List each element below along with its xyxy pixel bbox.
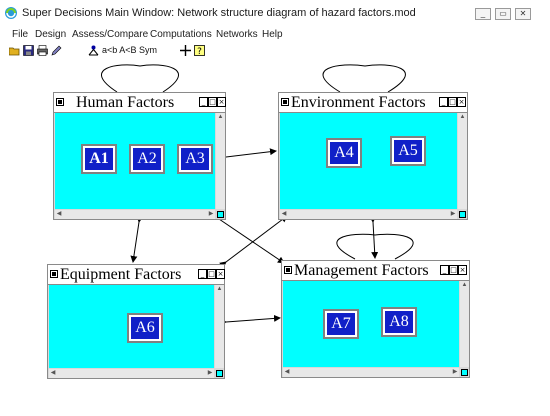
minimize-icon: _ (480, 9, 486, 18)
cluster-body: A4 A5 (280, 113, 457, 209)
cluster-close-icon[interactable]: × (216, 269, 225, 279)
cluster-maximize-icon[interactable]: □ (449, 265, 458, 275)
compare-mode-text[interactable]: a<b A<B Sym (102, 45, 158, 55)
resize-handle[interactable] (459, 211, 466, 218)
cluster-minimize-icon[interactable]: _ (440, 265, 449, 275)
cluster-body: A6 (49, 285, 214, 368)
toolbar: a<b A<B Sym ? (0, 43, 550, 59)
cluster-minimize-icon[interactable]: _ (198, 269, 207, 279)
vertical-scrollbar[interactable]: ▲ (216, 113, 225, 209)
close-icon: ✕ (519, 9, 527, 18)
vertical-scrollbar[interactable]: ▲ (215, 285, 224, 368)
cluster-equipment-factors[interactable]: Equipment Factors _ □ × A6 ▲ ◀ ▶ (47, 264, 225, 379)
scroll-right-icon[interactable]: ▶ (207, 370, 213, 376)
menu-computations[interactable]: Computations (150, 29, 212, 40)
horizontal-scrollbar[interactable]: ◀ ▶ (280, 210, 457, 219)
cluster-menu-icon[interactable] (281, 98, 289, 106)
menu-bar: File Design Assess/Compare Computations … (0, 29, 550, 43)
scroll-left-icon[interactable]: ◀ (56, 211, 62, 217)
link-human-management (212, 212, 285, 264)
print-icon[interactable] (37, 45, 48, 56)
scroll-up-icon[interactable]: ▲ (459, 114, 466, 120)
link-environment-management (369, 215, 379, 259)
menu-design[interactable]: Design (35, 29, 67, 40)
cluster-body: A1 A2 A3 (55, 113, 215, 209)
save-icon[interactable] (23, 45, 34, 56)
cluster-header[interactable]: Human Factors _ □ × (54, 93, 226, 113)
cluster-minimize-icon[interactable]: _ (199, 97, 208, 107)
cluster-header[interactable]: Management Factors _ □ × (282, 261, 469, 281)
node-a2[interactable]: A2 (129, 144, 165, 174)
svg-text:?: ? (197, 47, 202, 56)
link-human-equipment (130, 215, 144, 263)
link-human-environment (219, 148, 277, 162)
cluster-header[interactable]: Environment Factors _ □ × (279, 93, 467, 113)
cluster-body: A7 A8 (283, 281, 459, 367)
resize-handle[interactable] (461, 369, 468, 376)
menu-help[interactable]: Help (262, 29, 283, 40)
node-connect-icon[interactable] (88, 45, 99, 56)
resize-handle[interactable] (216, 370, 223, 377)
node-a4[interactable]: A4 (326, 138, 362, 168)
scroll-up-icon[interactable]: ▲ (216, 286, 223, 292)
resize-handle[interactable] (217, 211, 224, 218)
cluster-close-icon[interactable]: × (457, 97, 466, 107)
help-icon[interactable]: ? (194, 45, 205, 56)
restore-button[interactable]: ▭ (495, 8, 511, 20)
window-title: Super Decisions Main Window: Network str… (22, 7, 416, 19)
cluster-maximize-icon[interactable]: □ (207, 269, 216, 279)
cluster-environment-factors[interactable]: Environment Factors _ □ × A4 A5 ▲ ◀ ▶ (278, 92, 468, 220)
horizontal-scrollbar[interactable]: ◀ ▶ (55, 210, 215, 219)
cluster-human-factors[interactable]: Human Factors _ □ × A1 A2 A3 ▲ ◀ ▶ (53, 92, 226, 220)
node-a1[interactable]: A1 (81, 144, 117, 174)
scroll-left-icon[interactable]: ◀ (50, 370, 56, 376)
app-logo-icon (5, 7, 17, 19)
cluster-maximize-icon[interactable]: □ (448, 97, 457, 107)
open-folder-icon[interactable] (9, 45, 20, 56)
restore-icon: ▭ (499, 9, 507, 18)
cluster-menu-icon[interactable] (56, 98, 64, 106)
vertical-scrollbar[interactable]: ▲ (458, 113, 467, 209)
cluster-close-icon[interactable]: × (458, 265, 467, 275)
management-self-loop (336, 233, 414, 260)
link-equipment-management (219, 314, 281, 326)
cluster-minimize-icon[interactable]: _ (439, 97, 448, 107)
window-titlebar: Super Decisions Main Window: Network str… (0, 0, 550, 27)
horizontal-scrollbar[interactable]: ◀ ▶ (283, 368, 459, 377)
node-a8[interactable]: A8 (381, 307, 417, 337)
node-a5[interactable]: A5 (390, 136, 426, 166)
human-self-loop (101, 64, 179, 93)
cluster-menu-icon[interactable] (284, 266, 292, 274)
link-environment-equipment (219, 215, 288, 269)
crosshair-icon[interactable] (180, 45, 191, 56)
scroll-left-icon[interactable]: ◀ (284, 369, 290, 375)
cluster-header[interactable]: Equipment Factors _ □ × (48, 265, 225, 285)
vertical-scrollbar[interactable]: ▲ (460, 281, 469, 367)
cluster-title: Equipment Factors (60, 266, 182, 283)
cluster-title: Environment Factors (291, 94, 426, 111)
cluster-title: Human Factors (76, 94, 175, 111)
environment-self-loop (322, 64, 406, 93)
minimize-button[interactable]: _ (475, 8, 491, 20)
scroll-up-icon[interactable]: ▲ (461, 282, 468, 288)
cluster-menu-icon[interactable] (50, 270, 58, 278)
scroll-up-icon[interactable]: ▲ (217, 114, 224, 120)
scroll-right-icon[interactable]: ▶ (450, 211, 456, 217)
cluster-maximize-icon[interactable]: □ (208, 97, 217, 107)
node-a7[interactable]: A7 (323, 309, 359, 339)
edit-icon[interactable] (51, 45, 62, 56)
scroll-left-icon[interactable]: ◀ (281, 211, 287, 217)
scroll-right-icon[interactable]: ▶ (208, 211, 214, 217)
scroll-right-icon[interactable]: ▶ (452, 369, 458, 375)
cluster-management-factors[interactable]: Management Factors _ □ × A7 A8 ▲ ◀ ▶ (281, 260, 470, 378)
menu-networks[interactable]: Networks (216, 29, 258, 40)
node-a6[interactable]: A6 (127, 313, 163, 343)
cluster-title: Management Factors (294, 262, 429, 279)
close-button[interactable]: ✕ (515, 8, 531, 20)
node-a3[interactable]: A3 (177, 144, 213, 174)
horizontal-scrollbar[interactable]: ◀ ▶ (49, 369, 214, 378)
menu-file[interactable]: File (12, 29, 29, 40)
cluster-close-icon[interactable]: × (217, 97, 226, 107)
menu-assess-compare[interactable]: Assess/Compare (72, 29, 149, 40)
